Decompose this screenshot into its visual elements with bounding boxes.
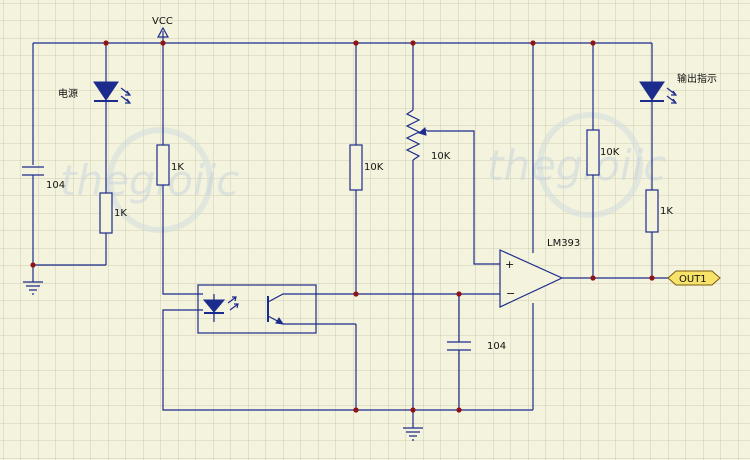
opamp-label: LM393	[547, 238, 580, 249]
resistor-r2	[156, 144, 170, 186]
led-power-label: 电源	[58, 87, 78, 100]
r1-label: 1K	[114, 208, 127, 219]
wire-opto-led-return	[162, 309, 356, 411]
watermark-logo-right: thegioiic	[487, 112, 666, 218]
resistor-r1	[99, 192, 113, 234]
optocoupler	[197, 284, 356, 334]
wire-r2-opto	[162, 185, 203, 295]
cap-left-label: 104	[46, 180, 65, 191]
out1-port: OUT1	[667, 270, 721, 286]
cap-mid-label: 104	[487, 341, 506, 352]
r-led-label: 1K	[660, 206, 673, 217]
junction-nodes	[30, 40, 655, 413]
potentiometer	[405, 109, 428, 161]
resistor-1k-led	[645, 189, 659, 233]
pot-label: 10K	[431, 151, 451, 162]
r-mid-label: 10K	[364, 162, 384, 173]
vcc-label: VCC	[152, 16, 173, 27]
ground-left	[23, 265, 43, 295]
out1-label: OUT1	[679, 274, 707, 285]
ground-center	[403, 427, 423, 441]
watermark-right-text: thegioiic	[487, 141, 666, 190]
watermark-logo-left: thegioiic	[60, 127, 239, 233]
led-out-label: 输出指示	[677, 72, 717, 85]
wire-pot-wiper-plus	[427, 130, 500, 265]
opamp-plus-label: +	[505, 258, 514, 271]
resistor-10k-right	[586, 129, 600, 176]
watermark-left-text: thegioiic	[60, 156, 239, 205]
comparator-lm393	[499, 249, 564, 308]
r-right-label: 10K	[600, 147, 620, 158]
r2-label: 1K	[171, 162, 184, 173]
opamp-minus-label: −	[506, 287, 515, 300]
resistor-10k-mid	[349, 144, 363, 191]
